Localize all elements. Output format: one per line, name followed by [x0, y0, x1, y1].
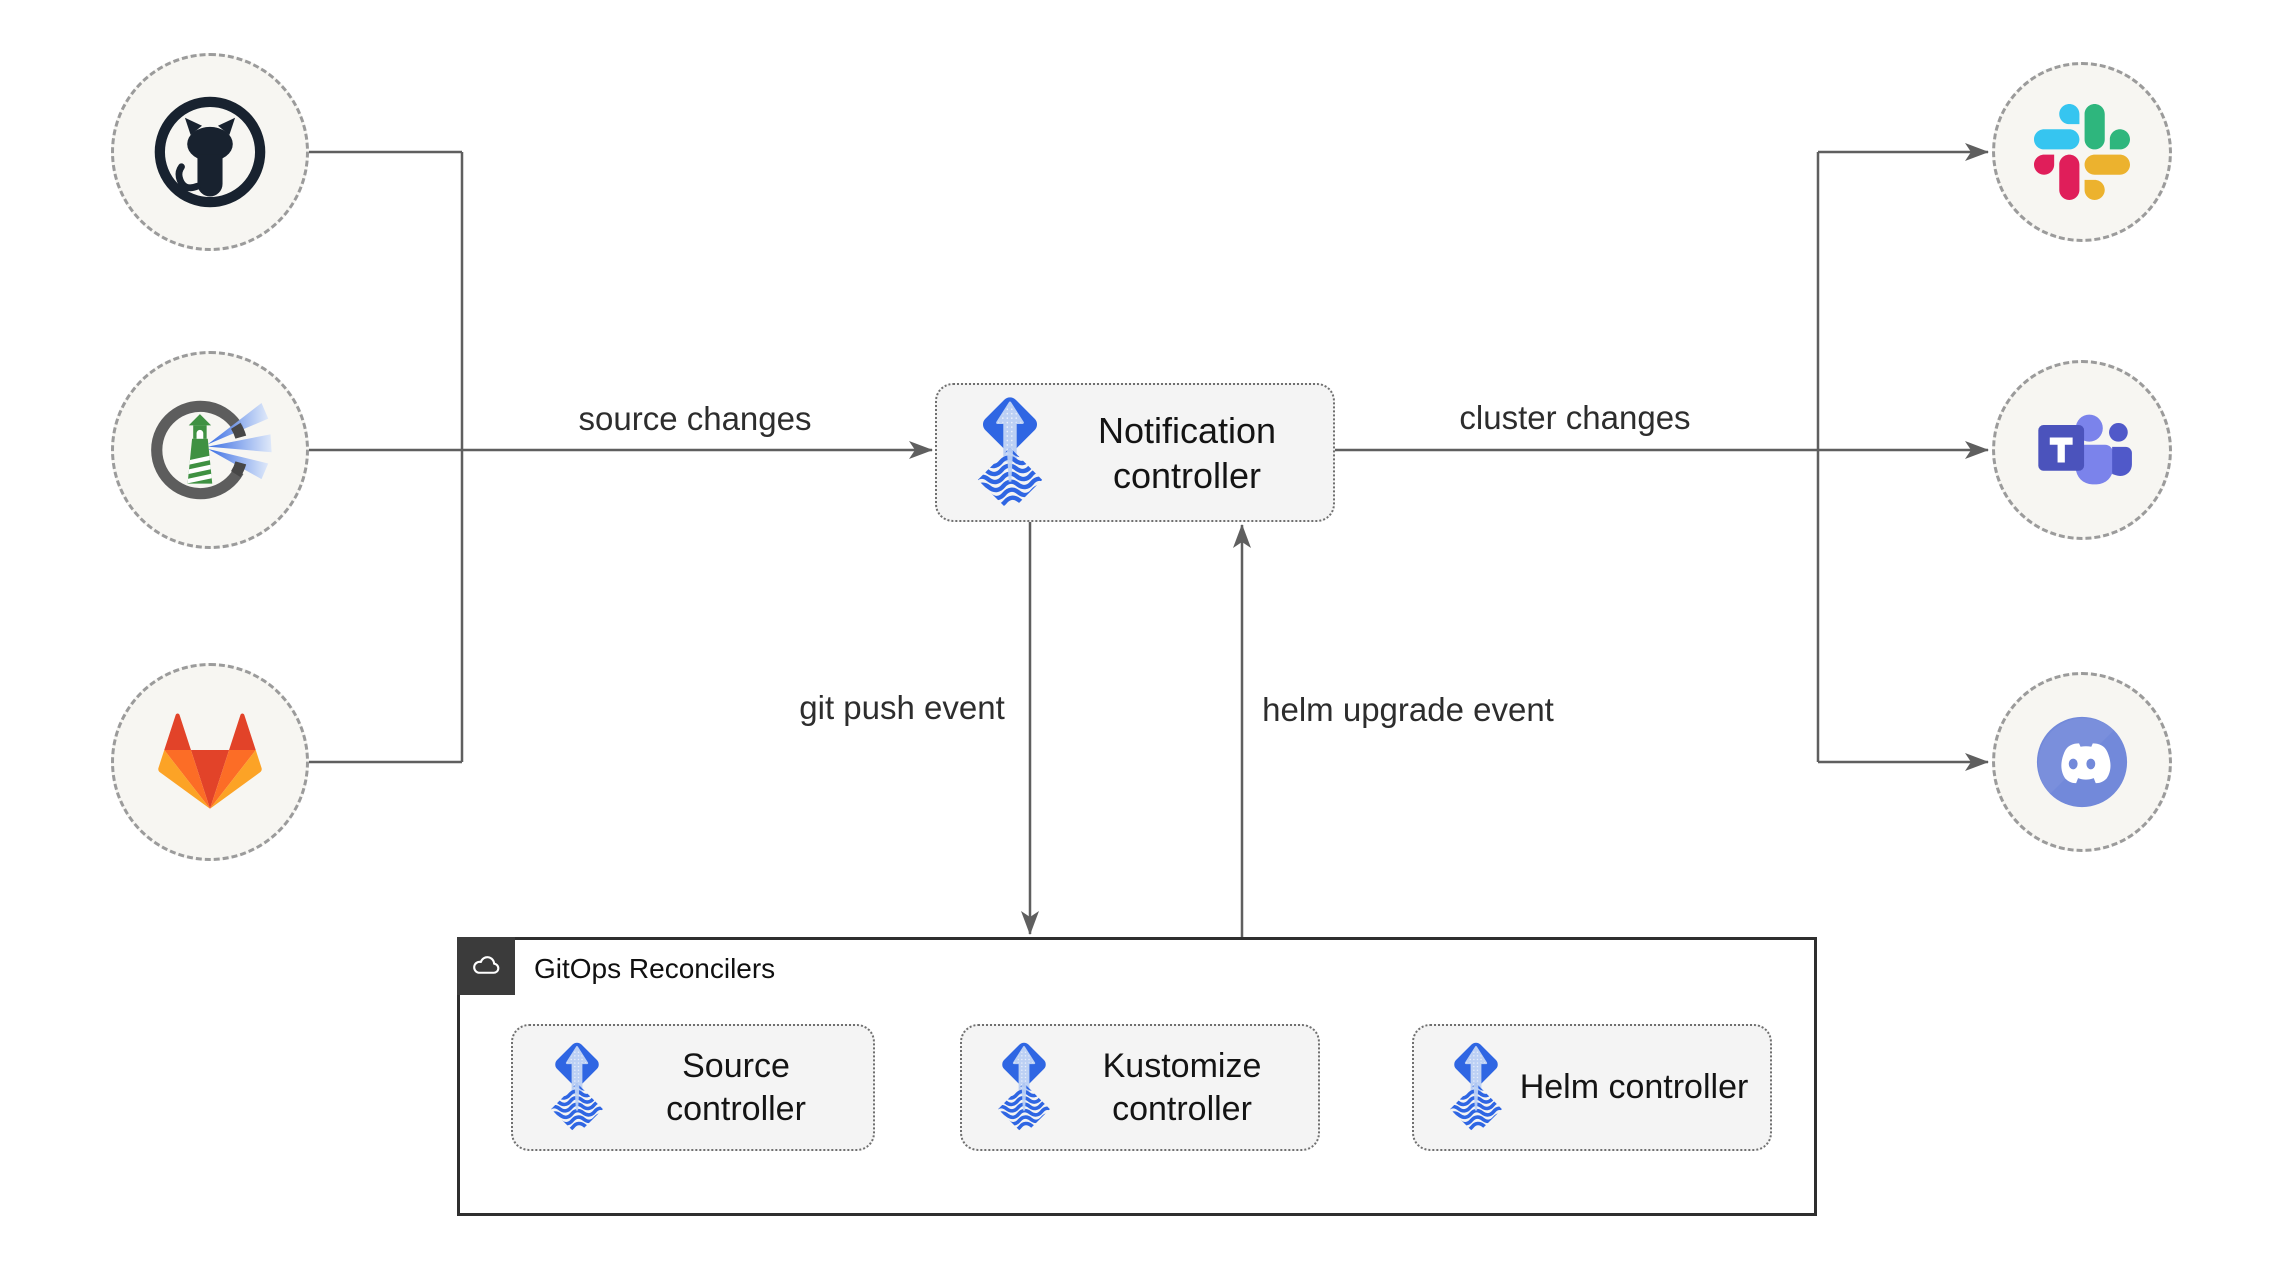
node-microsoft-teams [1992, 360, 2172, 540]
github-icon [154, 96, 266, 208]
notification-controller-label: Notification controller [1097, 409, 1277, 496]
helm-controller-label: Helm controller [1519, 1068, 1749, 1107]
flux-icon [541, 1040, 613, 1135]
gitlab-icon [158, 713, 262, 809]
discord-icon [2036, 716, 2128, 808]
edge-label-helm-upgrade-event: helm upgrade event [1262, 691, 1554, 728]
slack-icon [2034, 104, 2130, 200]
node-helm-controller: Helm controller [1412, 1024, 1772, 1151]
node-slack [1992, 62, 2172, 242]
node-source-controller: Source controller [511, 1024, 875, 1151]
edge-label-source-changes: source changes [578, 400, 812, 437]
harbor-icon [151, 400, 272, 500]
edge-label-cluster-changes: cluster changes [1459, 399, 1691, 436]
source-controller-label: Source controller [666, 1047, 806, 1128]
flux-icon [965, 394, 1055, 512]
node-gitlab [111, 663, 309, 861]
flux-icon [1440, 1040, 1512, 1135]
flux-icon [988, 1040, 1060, 1135]
edge-label-git-push-event: git push event [799, 689, 1005, 726]
node-github [111, 53, 309, 251]
microsoft-teams-icon [2038, 414, 2132, 485]
group-label: GitOps Reconcilers [534, 953, 776, 984]
cloud-icon [473, 956, 500, 974]
node-notification-controller: Notification controller [935, 383, 1335, 522]
node-discord [1992, 672, 2172, 852]
node-harbor [111, 351, 309, 549]
kustomize-controller-label: Kustomize controller [1102, 1047, 1262, 1128]
group-badge [457, 937, 515, 995]
node-kustomize-controller: Kustomize controller [960, 1024, 1320, 1151]
